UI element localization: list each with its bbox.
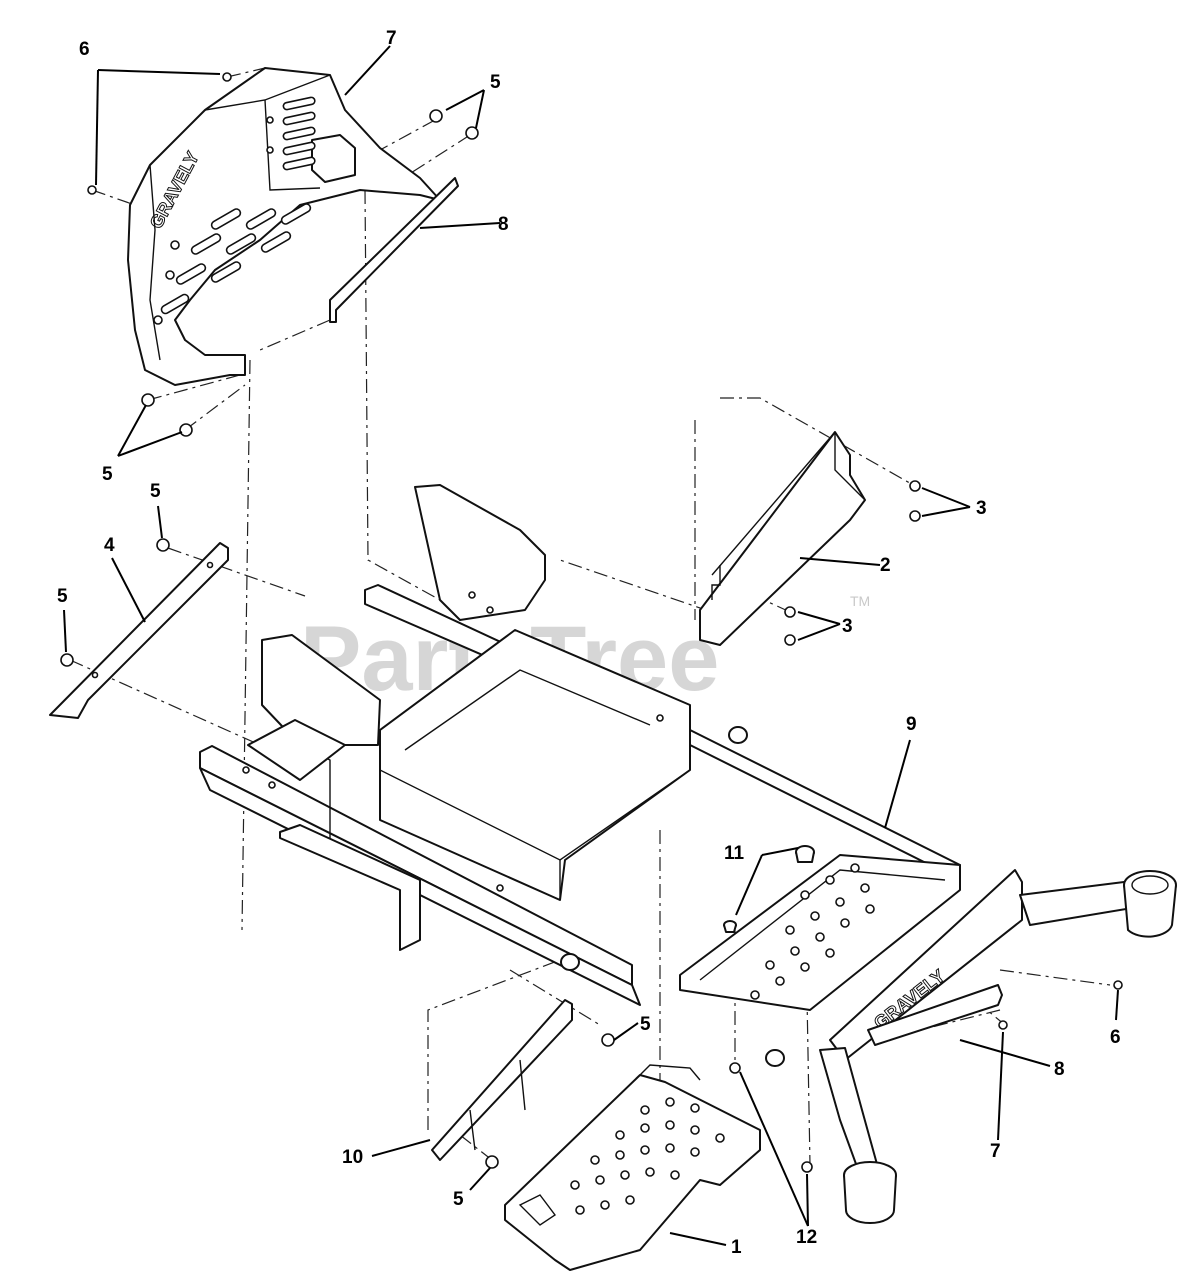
- callout-12: 12: [796, 1227, 817, 1248]
- callout-5: 5: [102, 464, 113, 485]
- bracket-part-10: [431, 999, 573, 1161]
- callout-6: 7: [990, 1141, 1001, 1162]
- rear-guard-part-7: GRAVELY: [127, 67, 441, 386]
- side-bracket-part-2: [699, 431, 866, 646]
- callout-5: 5: [490, 72, 501, 93]
- callout-4: 4: [104, 535, 115, 556]
- callout-2: 2: [880, 555, 891, 576]
- fasteners: [60, 72, 1123, 1169]
- callout-8: 8: [1054, 1059, 1065, 1080]
- callout-5: 5: [150, 481, 161, 502]
- nuts-part-12: [729, 1062, 813, 1173]
- callout-8: 8: [498, 214, 509, 235]
- callout-labels: 6 7 5 8 5 5 4 5 3 2 3 9 11 6 8 7 5 10 5 …: [57, 28, 1121, 1258]
- guard-slots: [160, 96, 316, 315]
- callout-11: 11: [724, 843, 745, 864]
- watermark-trademark: TM: [850, 593, 870, 609]
- front-angle-part-4: [49, 542, 229, 719]
- callout-6: 6: [79, 39, 90, 60]
- guard-holes: [153, 116, 274, 325]
- leader-lines: [63, 45, 1119, 1246]
- callout-5: 5: [57, 586, 68, 607]
- callout-5: 5: [453, 1189, 464, 1210]
- callout-3: 3: [842, 616, 853, 637]
- callout-7: 7: [386, 28, 397, 49]
- footrest-plate-part-1: [504, 1064, 761, 1271]
- angle-bar-part-8-bottom: [867, 984, 1003, 1046]
- angle-bar-part-8-top: [329, 177, 459, 323]
- callout-5: 5: [640, 1014, 651, 1035]
- callout-9: 9: [906, 714, 917, 735]
- floor-plate-upper: [750, 863, 875, 1000]
- callout-3: 3: [976, 498, 987, 519]
- main-frame-part-9: GRAVELY: [199, 484, 1177, 1224]
- callout-1: 1: [731, 1237, 742, 1258]
- callout-10: 10: [342, 1147, 363, 1168]
- callout-6: 6: [1110, 1027, 1121, 1048]
- footrest-holes: [570, 1097, 725, 1215]
- bumpers-part-11: [723, 845, 815, 933]
